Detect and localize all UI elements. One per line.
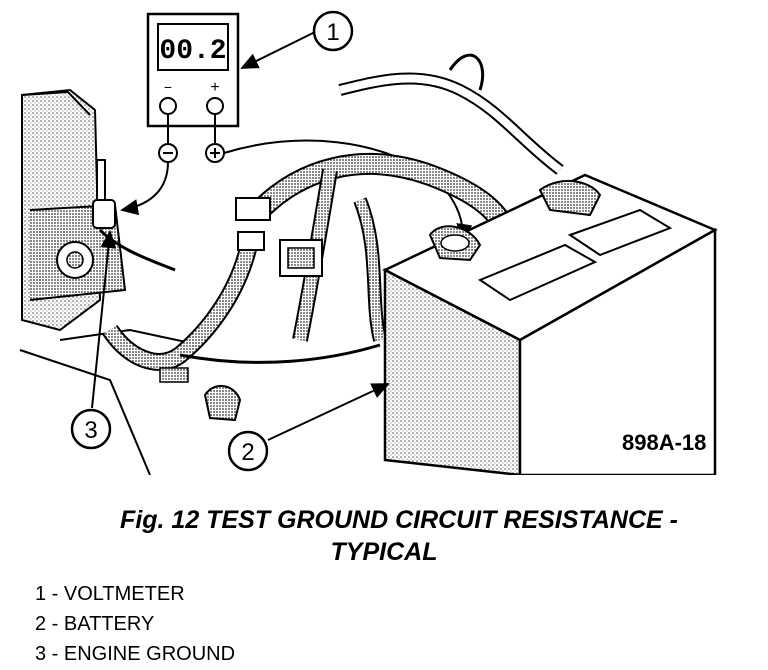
- callout-1-number: 1: [326, 19, 339, 46]
- legend-item: 3 - ENGINE GROUND: [35, 643, 236, 665]
- engine-bay-illustration: 00.2 − +: [19, 10, 718, 475]
- battery: [382, 173, 718, 475]
- legend-item: 2 - BATTERY: [35, 613, 155, 635]
- voltmeter-plus-label: +: [210, 79, 219, 96]
- wiring-harness: [102, 53, 564, 371]
- callout-1: 1: [312, 10, 354, 52]
- engine-block: [19, 88, 201, 475]
- callout-2-number: 2: [241, 439, 254, 466]
- caption-line-2: TYPICAL: [330, 538, 438, 566]
- harness-connectors: [235, 197, 323, 277]
- callout-3-leader: [91, 230, 117, 409]
- callout-2: 2: [227, 430, 269, 472]
- negative-test-lead: [120, 161, 169, 216]
- voltmeter-minus-label: −: [164, 79, 172, 95]
- figure-code: 898A-18: [622, 430, 707, 455]
- caption-line-1: Fig. 12 TEST GROUND CIRCUIT RESISTANCE -: [120, 506, 678, 534]
- voltmeter: 00.2 − +: [146, 12, 240, 163]
- callout-2-leader: [267, 383, 390, 441]
- callout-1-leader: [240, 31, 316, 69]
- callout-3: 3: [70, 408, 112, 450]
- callout-3-number: 3: [84, 417, 97, 444]
- legend-item: 1 - VOLTMETER: [35, 583, 185, 605]
- voltmeter-readout: 00.2: [159, 36, 226, 67]
